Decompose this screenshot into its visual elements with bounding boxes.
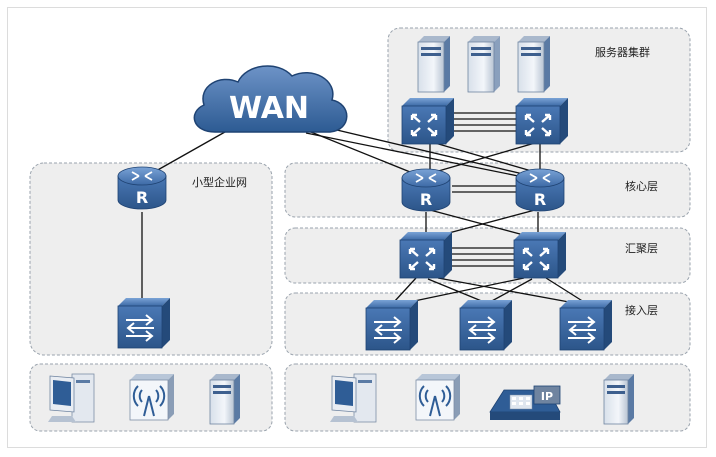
server-icon — [517, 36, 550, 93]
router-label: R — [534, 190, 546, 209]
campus-endpoints-zone — [284, 363, 691, 432]
core-switch-icon — [399, 232, 452, 279]
server-icon — [209, 374, 240, 425]
router-label: R — [420, 190, 432, 209]
server-cluster-label: 服务器集群 — [595, 45, 650, 59]
ip-phone-label: IP — [541, 390, 553, 403]
ip-phone-icon: IP — [489, 385, 561, 420]
small-enterprise-zone — [29, 162, 273, 356]
aggregation-layer-label: 汇聚层 — [625, 242, 658, 255]
router-icon: R — [117, 166, 167, 210]
aggregation-layer-zone — [284, 227, 691, 284]
router-icon: R — [515, 168, 565, 212]
server-icon — [467, 36, 500, 93]
wireless-ap-icon — [415, 374, 460, 421]
wireless-ap-icon — [129, 374, 174, 421]
wan-cloud-icon: WAN — [193, 65, 348, 133]
small-enterprise-label: 小型企业网 — [192, 175, 247, 189]
links — [139, 112, 585, 305]
pc-icon — [48, 373, 95, 423]
core-layer-zone — [284, 162, 691, 218]
access-switch-icon — [117, 298, 170, 349]
core-switch-icon — [513, 232, 566, 279]
access-layer-label: 接入层 — [625, 304, 658, 317]
router-icon: R — [401, 168, 451, 212]
access-switch-icon — [459, 300, 512, 351]
server-icon — [417, 36, 450, 93]
core-switch-icon — [515, 98, 568, 145]
access-switch-icon — [365, 300, 418, 351]
pc-icon — [330, 373, 377, 423]
router-label: R — [136, 188, 148, 207]
core-switch-icon — [401, 98, 454, 145]
core-layer-label: 核心层 — [625, 179, 658, 193]
access-switch-icon — [559, 300, 612, 351]
server-icon — [603, 374, 634, 425]
wan-label: WAN — [229, 91, 309, 126]
